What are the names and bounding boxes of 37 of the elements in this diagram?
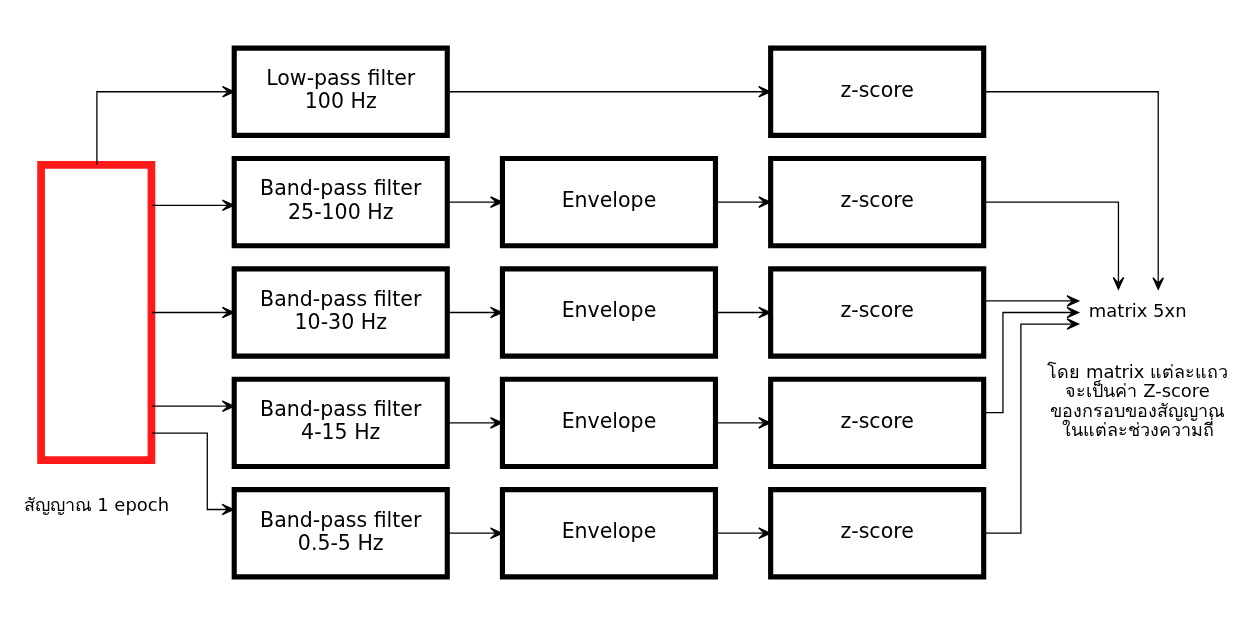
node-box: Band-pass filter 0.5-5 Hz — [231, 487, 450, 580]
arrow — [983, 91, 1165, 290]
arrow — [983, 201, 1125, 290]
arrow — [715, 306, 771, 319]
arrow — [446, 417, 503, 429]
node-label: โดย matrix แต่ละแถว จะเป็นค่า Z-score ของกรอบของสัญญาณ ในแต่ละช่วงความถี่ — [1047, 361, 1229, 440]
node-box: z-score — [768, 266, 987, 359]
node-box: z-score — [768, 487, 987, 580]
node-text: matrix 5xn — [1088, 300, 1187, 322]
node-label: สัญญาณ 1 epoch — [23, 494, 170, 516]
node-box: Envelope — [499, 376, 719, 470]
node-box: Envelope — [499, 155, 719, 249]
arrow — [983, 306, 1080, 414]
arrow — [715, 527, 771, 540]
arrow — [446, 196, 503, 208]
arrow — [151, 199, 235, 212]
node-box: Band-pass filter 25-100 Hz — [231, 155, 450, 249]
arrow — [151, 432, 235, 516]
node-box: z-score — [768, 376, 987, 470]
arrow — [446, 85, 771, 98]
arrow — [983, 318, 1080, 534]
arrow — [446, 306, 503, 319]
node-box — [37, 161, 156, 464]
arrow — [715, 417, 771, 429]
arrow — [983, 295, 1080, 307]
node-box: Band-pass filter 4-15 Hz — [231, 376, 450, 470]
node-box: z-score — [768, 155, 987, 249]
arrow — [715, 196, 771, 208]
node-box: Low-pass filter 100 Hz — [231, 45, 450, 138]
arrow — [151, 400, 235, 412]
node-box: Envelope — [499, 266, 719, 359]
arrow — [151, 306, 235, 319]
node-box: Envelope — [499, 487, 719, 580]
node-box: Band-pass filter 10-30 Hz — [231, 266, 450, 359]
arrow — [96, 85, 235, 166]
arrow — [446, 527, 503, 540]
node-box: z-score — [768, 45, 987, 138]
